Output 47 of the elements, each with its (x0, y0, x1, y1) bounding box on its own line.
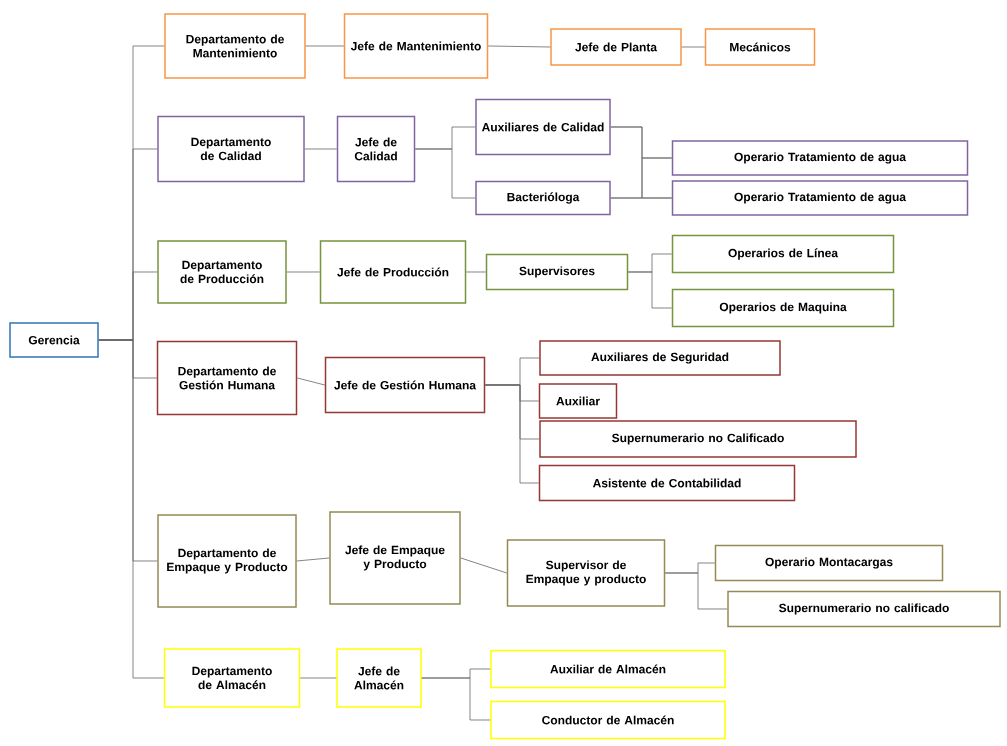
org-box: Departamento de Mantenimiento (164, 13, 306, 79)
connector-line (98, 339, 165, 679)
connector-line (304, 148, 338, 150)
org-box: Conductor de Almacén (490, 700, 726, 740)
org-box: Operarios de Maquina (671, 288, 895, 328)
org-box: Operario Tratamiento de agua (671, 180, 969, 216)
org-box: Operario Montacargas (714, 544, 944, 582)
org-box: Departamento de Producción (157, 240, 287, 304)
org-box: Gerencia (9, 322, 99, 358)
org-box: Jefe de Planta (550, 28, 682, 66)
org-box: Auxiliar (538, 383, 618, 419)
org-box: Departamento de Gestión Humana (156, 340, 298, 416)
connector-line (421, 677, 491, 721)
org-box: Jefe de Calidad (336, 115, 416, 183)
org-box: Supervisores (485, 253, 629, 291)
connector-line (681, 46, 706, 48)
connector-line (299, 677, 337, 679)
org-box: Mecánicos (704, 28, 816, 66)
org-box: Jefe de Gestión Humana (324, 356, 486, 414)
org-box: Auxiliar de Almacén (490, 649, 726, 689)
org-box: Supernumerario no calificado (727, 590, 1001, 628)
org-box: Auxiliares de Seguridad (539, 340, 781, 376)
org-box: Supervisor de Empaque y producto (506, 539, 666, 607)
connector-line (414, 148, 476, 199)
connector-line (296, 557, 330, 562)
org-box: Jefe de Almacén (336, 648, 422, 708)
connector-line (664, 572, 728, 610)
connector-line (465, 271, 487, 273)
org-box: Operarios de Línea (671, 234, 895, 274)
org-box: Operario Tratamiento de agua (671, 140, 969, 176)
org-box: Jefe de Empaque y Producto (329, 511, 461, 605)
org-box: Asistente de Contabilidad (538, 464, 796, 502)
connector-line (627, 271, 673, 309)
connector-line (460, 557, 508, 574)
org-box: Bacterióloga (475, 180, 611, 216)
connector-line (296, 377, 326, 386)
connector-line (286, 271, 321, 273)
connector-line (484, 384, 540, 484)
connector-line (487, 45, 551, 48)
org-box: Departamento de Empaque y Producto (157, 514, 297, 608)
connector-line (610, 197, 673, 199)
connector-line (305, 45, 345, 47)
org-box: Jefe de Mantenimiento (343, 13, 489, 79)
org-box: Departamento de Calidad (157, 115, 305, 183)
org-box: Jefe de Producción (319, 240, 467, 304)
org-box: Departamento de Almacén (163, 648, 301, 708)
org-box: Auxiliares de Calidad (475, 98, 611, 156)
